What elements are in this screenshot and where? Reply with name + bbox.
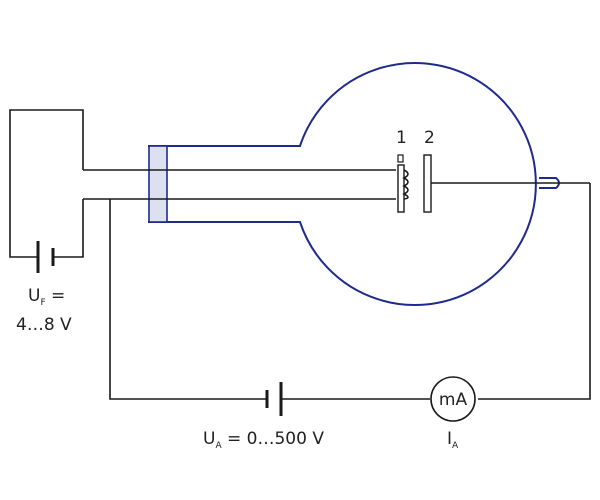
ammeter-circle xyxy=(430,376,476,422)
filament-voltage-range: 4…8 V xyxy=(16,315,72,335)
anode-current-label: IA xyxy=(447,429,459,451)
anode-voltage-label: UA = 0…500 V xyxy=(203,429,324,451)
electrode-1-label: 1 xyxy=(396,128,407,148)
anode-circuit-wire xyxy=(109,199,267,400)
electrode-2-label: 2 xyxy=(424,128,435,148)
cathode-top-tab xyxy=(397,154,404,163)
filament-supply-wire xyxy=(9,109,84,258)
tube-base-seal xyxy=(148,145,168,223)
tube-envelope xyxy=(148,62,537,306)
ammeter-label: mA xyxy=(439,390,468,410)
cathode-electrode-1 xyxy=(397,164,405,213)
anode-circuit-wire-right xyxy=(478,183,591,400)
filament-coil xyxy=(402,169,409,200)
filament-supply-wire-return xyxy=(53,199,84,258)
anode-electrode-2 xyxy=(423,154,432,213)
filament-voltage-label: UF = xyxy=(28,286,65,308)
